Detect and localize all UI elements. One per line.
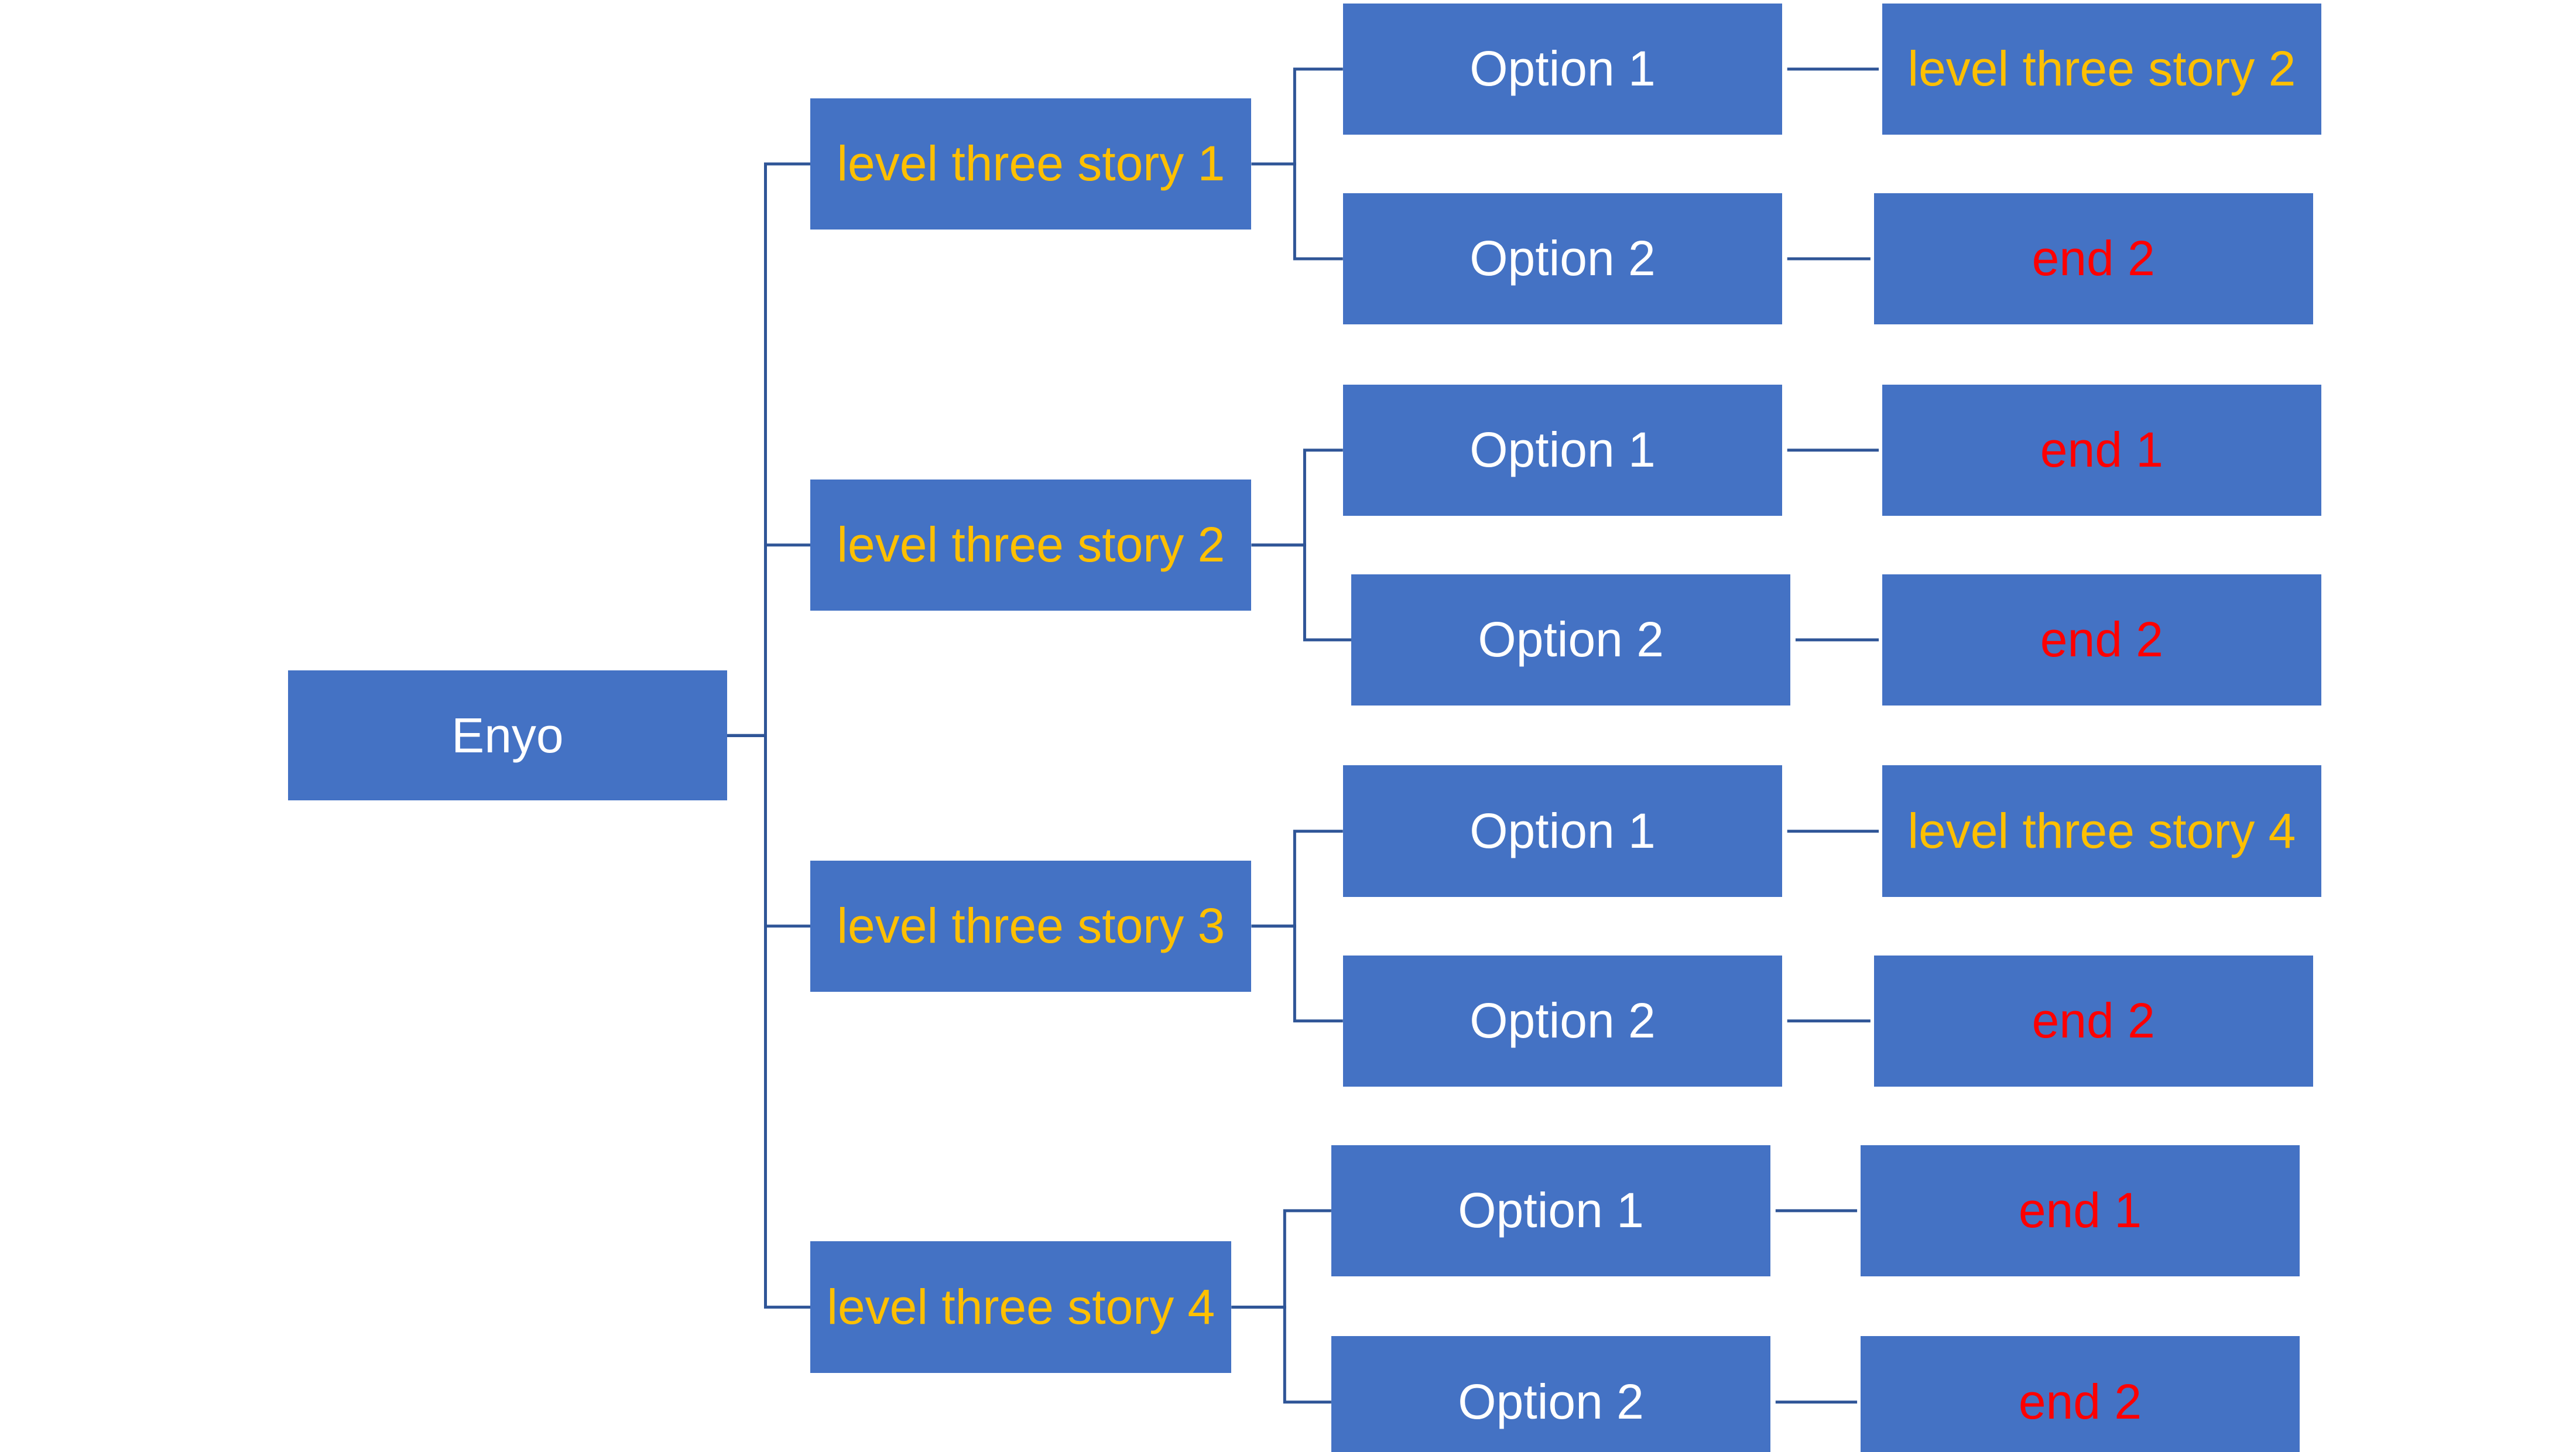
- branch-option-connector: [1251, 543, 1352, 642]
- root-branch-connector: [727, 162, 811, 737]
- root-branch-connector: [727, 734, 811, 1309]
- outcome-node: level three story 2: [1882, 3, 2322, 135]
- branch-node-2: level three story 2: [810, 479, 1252, 611]
- option-node: Option 1: [1331, 1145, 1771, 1277]
- outcome-node: level three story 4: [1882, 765, 2322, 898]
- outcome-node: end 2: [1873, 955, 2313, 1087]
- option-node: Option 2: [1351, 574, 1791, 706]
- option-node: Option 2: [1342, 955, 1783, 1087]
- outcome-node: end 2: [1860, 1336, 2300, 1452]
- branch-node-1: level three story 1: [810, 98, 1252, 230]
- branch-node-3: level three story 3: [810, 860, 1252, 992]
- branch-option-connector: [1251, 830, 1343, 928]
- branch-option-connector: [1251, 162, 1343, 261]
- option-node: Option 1: [1342, 765, 1783, 898]
- outcome-node: end 1: [1882, 384, 2322, 516]
- root-branch-connector: [727, 543, 811, 737]
- root-node: Enyo: [287, 670, 728, 801]
- branch-option-connector: [1231, 1306, 1331, 1404]
- outcome-node: end 2: [1873, 193, 2313, 325]
- option-node: Option 1: [1342, 3, 1783, 135]
- branch-option-connector: [1251, 924, 1343, 1023]
- branch-node-4: level three story 4: [810, 1241, 1232, 1373]
- option-node: Option 2: [1331, 1336, 1771, 1452]
- outcome-node: end 2: [1882, 574, 2322, 706]
- option-node: Option 2: [1342, 193, 1783, 325]
- option-node: Option 1: [1342, 384, 1783, 516]
- outcome-node: end 1: [1860, 1145, 2300, 1277]
- branch-option-connector: [1231, 1209, 1331, 1309]
- branch-option-connector: [1251, 448, 1343, 547]
- root-branch-connector: [727, 734, 811, 928]
- branch-option-connector: [1251, 67, 1343, 166]
